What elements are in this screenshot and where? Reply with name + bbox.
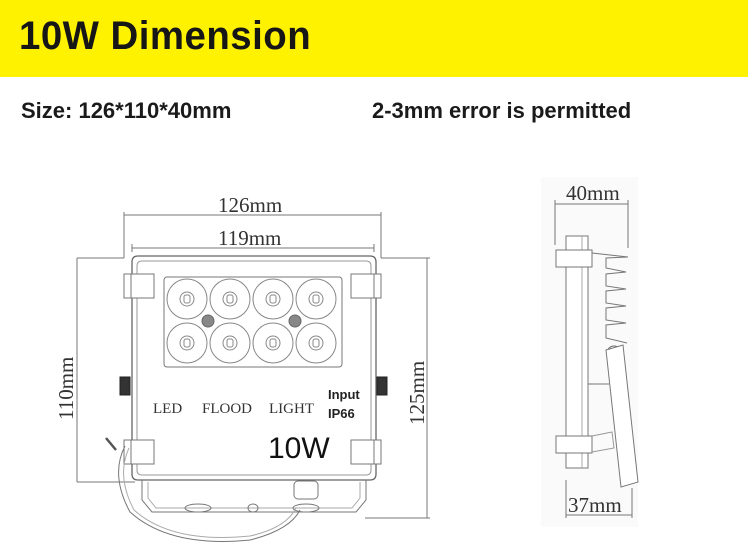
total-height-label: 125mm (405, 361, 429, 425)
body-height-label: 110mm (54, 357, 78, 420)
page-title: 10W Dimension (19, 14, 312, 58)
label-led: LED (153, 401, 182, 417)
label-flood: FLOOD (202, 401, 252, 417)
inner-width-label: 119mm (218, 226, 281, 250)
overall-width-label: 126mm (218, 193, 282, 217)
label-ip66: IP66 (328, 406, 355, 421)
label-watt: 10W (268, 432, 330, 465)
size-spec: Size: 126*110*40mm (21, 98, 232, 123)
bracket-depth-label: 37mm (568, 493, 622, 517)
depth-label: 40mm (566, 181, 620, 205)
label-light: LIGHT (269, 401, 314, 417)
title-banner: 10W Dimension (0, 0, 748, 77)
label-input: Input (328, 387, 360, 402)
tolerance-note: 2-3mm error is permitted (372, 98, 632, 123)
